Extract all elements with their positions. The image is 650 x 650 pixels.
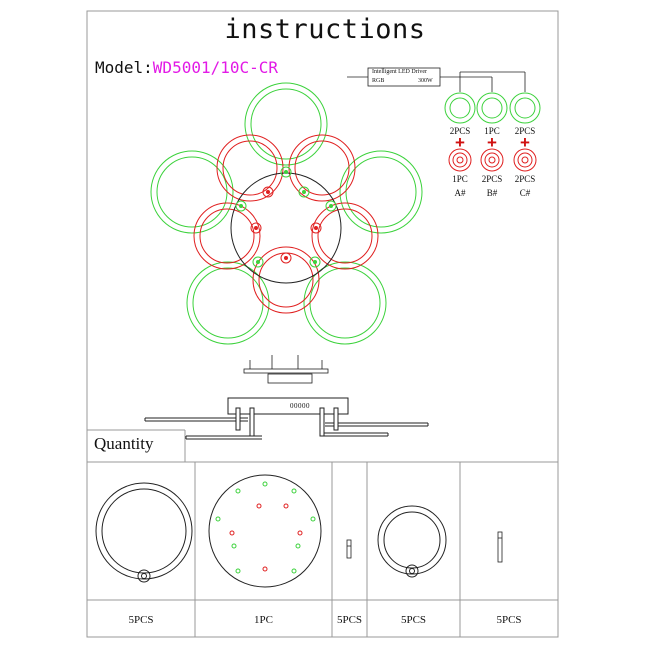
red-ring-4 [311,202,379,270]
page-frame [86,10,559,638]
legend-a-bottom-qty: 1PC [452,174,468,184]
legend-green-ring-b [476,92,508,124]
qty-long-rod: 5PCS [496,614,522,626]
plus-sign-b: + [487,133,497,152]
plus-sign-c: + [520,133,530,152]
center-mount-points [235,166,337,268]
part-large-ring [95,482,193,583]
controller-display: 00000 [290,402,310,410]
legend-red-ring-b [480,148,504,172]
model-label: Model: [95,58,153,77]
qty-small-ring: 5PCS [400,614,427,626]
hanging-detail-small [243,355,329,384]
green-ring-group [150,82,423,345]
legend-b-bottom-qty: 2PCS [481,174,503,184]
legend-green-ring-c [509,92,541,124]
part-long-rod [497,531,503,563]
part-short-rod [346,539,352,559]
driver-wires [459,72,526,92]
red-ring-3 [193,202,261,270]
green-ring-top [244,82,328,166]
legend-b-top-qty: 1PC [484,126,500,136]
qty-short-rod: 5PCS [336,614,363,626]
qty-large-ring: 5PCS [128,614,154,626]
legend-red-ring-a [448,148,472,172]
quantity-heading: Quantity [94,434,154,453]
model-line: Model:WD5001/10C-CR [95,58,278,77]
green-ring-upper-left [150,150,234,234]
legend-c-top-qty: 2PCS [514,126,536,136]
legend-c-bottom-qty: 2PCS [514,174,536,184]
legend-green-ring-a [444,92,476,124]
legend-a-top-qty: 2PCS [449,126,471,136]
green-ring-upper-right [339,150,423,234]
driver-spec-right: 300W [418,78,433,84]
side-view-canopy [227,397,349,415]
plus-sign-a: + [455,133,465,152]
legend-a-group: A# [454,188,466,198]
part-small-ring [377,505,447,578]
part-canopy-plate [208,474,322,588]
legend-red-ring-c [513,148,537,172]
model-value: WD5001/10C-CR [152,58,279,77]
qty-canopy-plate: 1PC [254,614,273,626]
legend-c-group: C# [519,188,531,198]
fixture-side-view [144,397,429,440]
legend-b-group: B# [486,188,498,198]
led-driver-box [347,67,525,87]
driver-name: Intelligent LED Driver [372,69,427,75]
page-title: instructions [224,14,426,45]
connection-legend [444,92,541,172]
driver-spec-left: RGB [372,78,385,84]
red-ring-group [193,134,379,314]
